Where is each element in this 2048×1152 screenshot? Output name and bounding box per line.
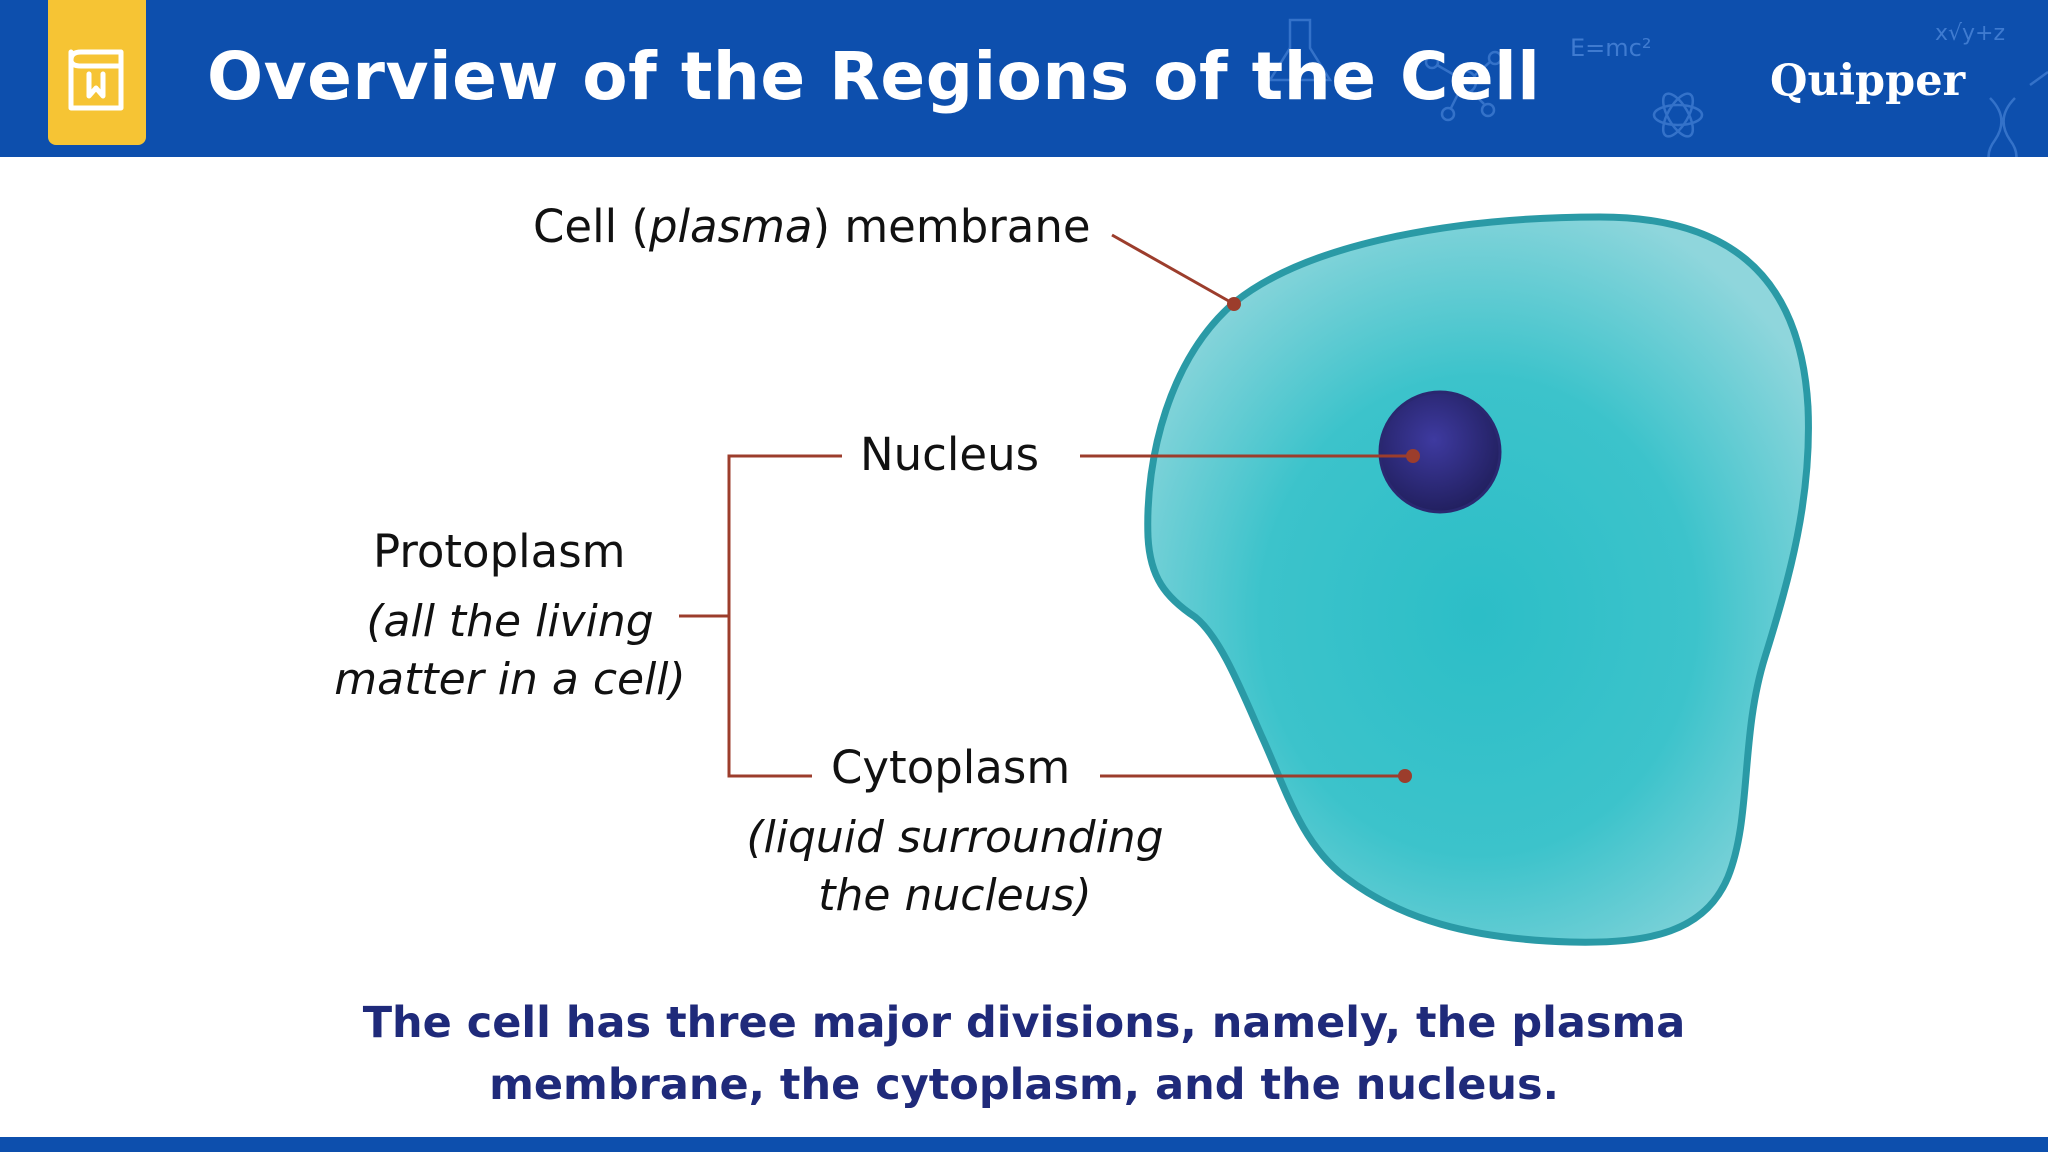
protoplasm-description-line2: matter in a cell) <box>334 654 686 705</box>
science-doodles-decoration: E=mc² x√y+z <box>1267 18 2048 157</box>
cytoplasm-marker-dot <box>1398 769 1412 783</box>
nucleus-label: Nucleus <box>860 428 1040 481</box>
membrane-label: Cell (plasma) membrane <box>533 200 1091 253</box>
book-icon <box>68 49 124 111</box>
cytoplasm-label: Cytoplasm <box>831 741 1071 794</box>
cell-membrane <box>1144 213 1812 946</box>
footer-bar <box>0 1137 2048 1152</box>
brand-logo: Quipper <box>1770 56 1966 106</box>
nucleus-shape <box>1378 390 1502 514</box>
protoplasm-bracket <box>727 454 842 778</box>
equation-decoration: E=mc² <box>1570 34 1651 62</box>
protoplasm-description: (all the living matter in a cell) <box>330 593 690 709</box>
protoplasm-label: Protoplasm <box>373 525 626 578</box>
cytoplasm-description-line1: (liquid surrounding <box>746 812 1164 863</box>
equation-decoration-2: x√y+z <box>1935 21 2005 46</box>
membrane-leader-line <box>1111 233 1235 306</box>
membrane-label-prefix: Cell ( <box>533 200 649 253</box>
membrane-label-suffix: ) membrane <box>812 200 1091 253</box>
subject-badge <box>48 0 146 145</box>
caption-line1: The cell has three major divisions, name… <box>362 998 1686 1048</box>
membrane-marker-dot <box>1227 297 1241 311</box>
protoplasm-description-line1: (all the living <box>366 596 654 647</box>
cytoplasm-description: (liquid surrounding the nucleus) <box>740 809 1170 925</box>
header-bar: E=mc² x√y+z Overview of the Regions of t… <box>0 0 2048 157</box>
cell-diagram <box>679 213 1812 946</box>
caption-line2: membrane, the cytoplasm, and the nucleus… <box>489 1060 1559 1110</box>
cytoplasm-description-line2: the nucleus) <box>818 870 1092 921</box>
page-title: Overview of the Regions of the Cell <box>207 38 1541 115</box>
summary-caption: The cell has three major divisions, name… <box>174 992 1874 1116</box>
nucleus-marker-dot <box>1406 449 1420 463</box>
membrane-label-italic: plasma <box>648 200 813 253</box>
